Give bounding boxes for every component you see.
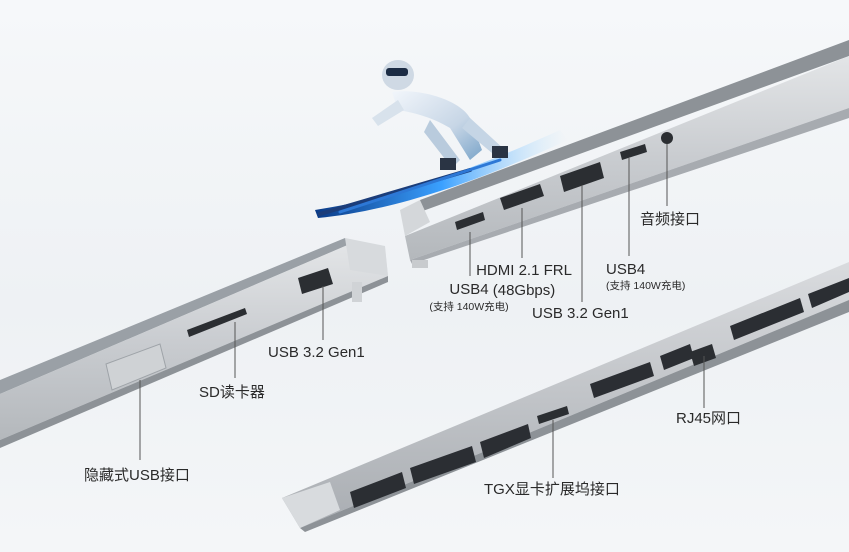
label-tgx: TGX显卡扩展坞接口	[484, 481, 620, 498]
label-hdmi-line2: (48Gbps)	[492, 282, 556, 299]
laptop-left-side	[0, 238, 388, 448]
label-usb4-right: USB4	[606, 261, 646, 278]
laptop-rear-side	[282, 262, 849, 532]
label-sd-reader: SD读卡器	[199, 384, 265, 401]
label-audio: 音频接口	[640, 211, 701, 228]
label-usb4-left-note: (支持 140W充电)	[429, 301, 509, 313]
skier-graphic	[315, 60, 568, 218]
label-hidden-usb: 隐藏式USB接口	[84, 467, 190, 484]
label-hdmi-line1: HDMI 2.1 FRL	[476, 262, 572, 279]
label-rj45: RJ45网口	[676, 410, 742, 427]
label-usb32-left: USB 3.2 Gen1	[268, 344, 365, 361]
label-usb4-right-note: (支持 140W充电)	[606, 280, 686, 292]
label-usb4-left: USB4	[449, 281, 489, 298]
label-usb32-right: USB 3.2 Gen1	[532, 305, 629, 322]
